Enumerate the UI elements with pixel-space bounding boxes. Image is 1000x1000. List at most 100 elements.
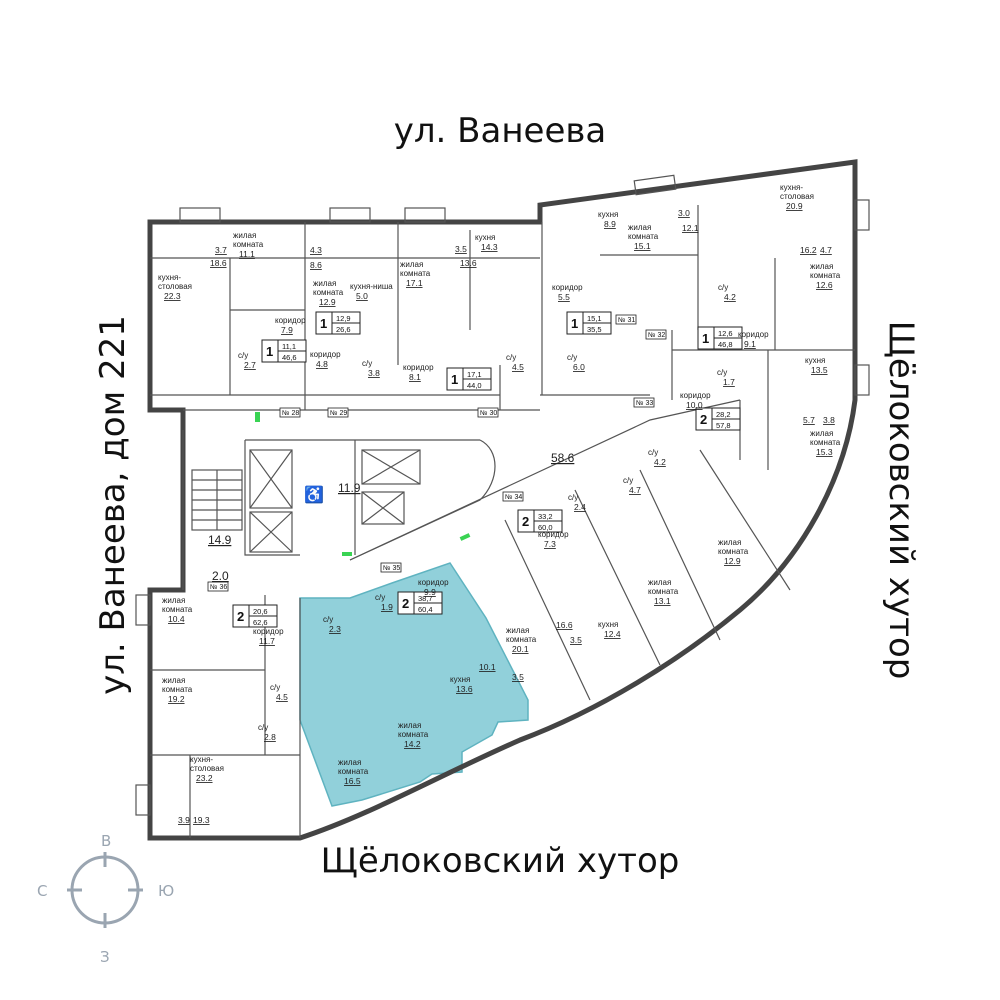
room-label: жилая [810, 429, 833, 438]
room-area: 3.5 [570, 635, 582, 645]
room: кухнякухня13.6 [450, 675, 473, 694]
room-area: 4.2 [724, 292, 736, 302]
room-label: комната [810, 271, 841, 280]
apartment-total-area: 26,6 [336, 325, 351, 334]
room: 3.5 [570, 635, 582, 645]
room-area: 20.1 [512, 644, 529, 654]
room: с/ус/у4.7 [623, 476, 641, 495]
room-area: 6.0 [573, 362, 585, 372]
room-area: 19.3 [193, 815, 210, 825]
room-label: жилая [162, 676, 185, 685]
room-area: 3.7 [215, 245, 227, 255]
room-area: 10.4 [168, 614, 185, 624]
compass-west: С [37, 882, 47, 900]
room-area: 2.4 [574, 502, 586, 512]
room-area: 18.6 [210, 258, 227, 268]
apartment-total-area: 35,5 [587, 325, 602, 334]
room-area: 12.1 [682, 223, 699, 233]
room: 3.9 [178, 815, 190, 825]
room: 5.7 [803, 415, 815, 425]
staircase [191, 469, 243, 531]
room-area: 3.5 [455, 244, 467, 254]
room-area: 7.3 [544, 539, 556, 549]
apartment-number: № 29 [327, 407, 349, 418]
apartment-number: № 30 [477, 407, 499, 418]
compass-east: Ю [158, 882, 174, 900]
room-area: 4.7 [629, 485, 641, 495]
room-label: жилая [400, 260, 423, 269]
room-label: комната [162, 685, 193, 694]
room-label: коридор [680, 391, 711, 400]
room-area: 13.5 [811, 365, 828, 375]
street-left: ул. Ванеева, дом 221 [93, 315, 133, 695]
room: 3.7 [215, 245, 227, 255]
apartment-rooms: 1 [451, 372, 458, 387]
apartment-number: № 33 [633, 397, 655, 408]
room-label: комната [233, 240, 264, 249]
apartment-number: № 32 [645, 329, 667, 340]
room-label: комната [162, 605, 193, 614]
room: коридоркоридор9.9 [418, 578, 449, 597]
room: 8.6 [310, 260, 322, 270]
room-area: 19.2 [168, 694, 185, 704]
room-area: 3.5 [512, 672, 524, 682]
room: 3.5 [512, 672, 524, 682]
apartment-total-area: 46,8 [718, 340, 733, 349]
room-area: 4.7 [820, 245, 832, 255]
room-area: 15.1 [634, 241, 651, 251]
apartment-number: № 35 [380, 562, 402, 573]
room-area: 16.2 [800, 245, 817, 255]
compass-north: В [101, 832, 111, 850]
room-label: коридор [403, 363, 434, 372]
room: с/ус/у3.8 [362, 359, 380, 378]
apartment-rooms: 1 [702, 331, 709, 346]
room-label: коридор [418, 578, 449, 587]
room-label: кухня [805, 356, 825, 365]
room-label: с/у [362, 359, 372, 368]
room-area: 13.6 [456, 684, 473, 694]
svg-text:№ 32: № 32 [648, 332, 665, 339]
room-area: 3.0 [678, 208, 690, 218]
room-label: комната [648, 587, 679, 596]
svg-text:№ 34: № 34 [505, 494, 522, 501]
room-area: 9.9 [424, 587, 436, 597]
wheelchair-icon: ♿ [304, 485, 324, 504]
room: коридоркоридор11.7 [253, 627, 284, 646]
apartment-number: № 34 [502, 491, 524, 502]
room-area: 2.3 [329, 624, 341, 634]
room-label: жилая [338, 758, 361, 767]
room-area: 4.8 [316, 359, 328, 369]
room-area: 8.6 [310, 260, 322, 270]
room-label: жилая [398, 721, 421, 730]
svg-text:№ 31: № 31 [618, 317, 635, 324]
room-area: 17.1 [406, 278, 423, 288]
svg-text:№ 29: № 29 [330, 410, 347, 417]
interior-walls [150, 205, 855, 838]
room-label: жилая [648, 578, 671, 587]
room: 16.6 [556, 620, 573, 630]
apartment-living-area: 17,1 [467, 370, 482, 379]
apartment-rooms: 1 [571, 316, 578, 331]
selected-apartment[interactable] [299, 562, 529, 807]
room: коридоркоридор8.1 [403, 363, 434, 382]
room: с/ус/у2.3 [323, 615, 341, 634]
room: с/ус/у6.0 [567, 353, 585, 372]
room-label: с/у [375, 593, 385, 602]
room-label: с/у [238, 351, 248, 360]
room: 10.1 [479, 662, 496, 672]
